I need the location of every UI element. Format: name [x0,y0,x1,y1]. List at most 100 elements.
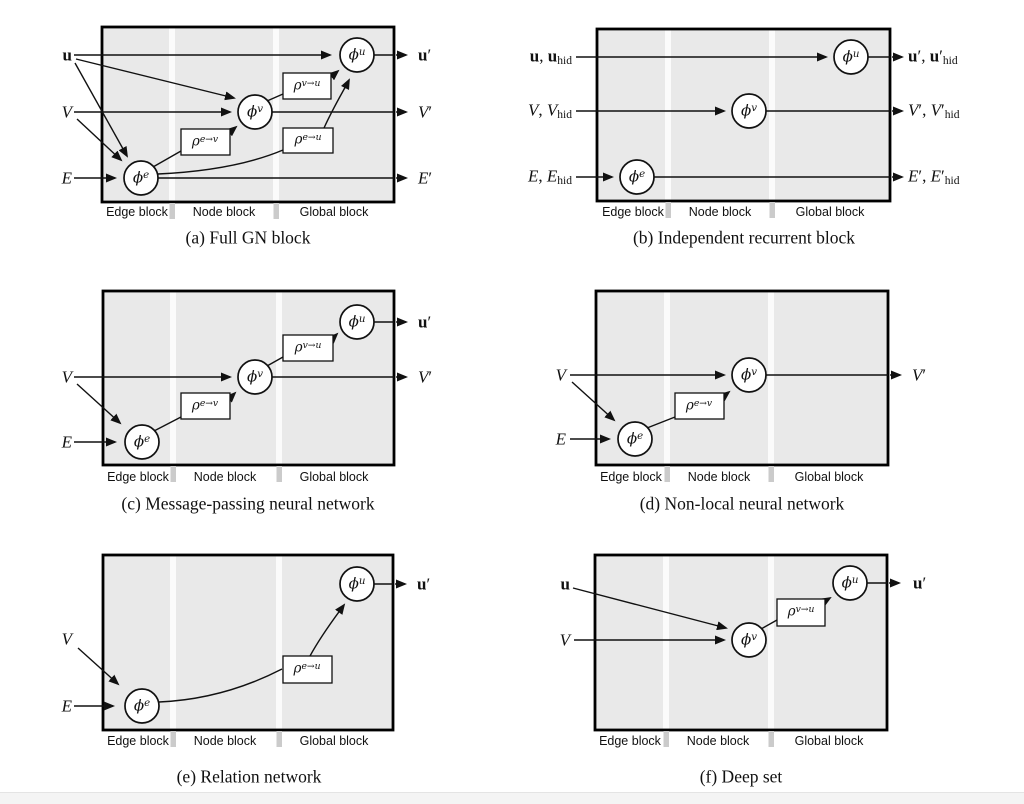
panel-e-node-block-label: Node block [193,733,257,748]
panel-d-phi-v-node [731,357,767,393]
panel-a-rho-eu-label: ρe→u [294,131,322,148]
panel-b-output-V: V′, V′hid [908,100,960,121]
panel-b-output-E: E′, E′hid [908,166,960,187]
panel-f-phi-v-node [731,622,767,658]
panel-c-caption: (c) Message-passing neural network [121,493,375,514]
panel-f-geometry [572,553,901,747]
panel-d-output-V: V′ [912,365,927,385]
panel-a-input-E: E [61,168,72,188]
panel-f-edge-block-label: Edge block [599,733,661,748]
panel-e-phi-u-label: ϕu [348,574,366,593]
panel-d-phi-e-label: ϕe [626,429,644,448]
panel-f-phi-u-node [832,565,868,601]
panel-a-global-block-label: Global block [299,204,369,219]
panel-e-geometry [74,553,407,747]
panel-a-rho-vu-box [282,72,332,100]
panel-e-rho-eu-label: ρe→u [293,660,321,677]
panel-c-rho-vu-label: ρv→u [294,339,322,356]
panel-b-phi-e-node [619,159,655,195]
panel-d-phi-e-node [617,421,653,457]
panel-d-input-V: V [555,365,566,385]
panel-c-phi-u-node [339,304,375,340]
panel-a-rho-eu-box [282,127,334,154]
panel-c-output-V: V′ [418,367,433,387]
panel-b-phi-u-label: ϕu [842,47,860,66]
panel-a-phi-v-node [237,94,273,130]
panel-d-input-E: E [555,429,566,449]
panel-a-input-V: V [61,102,72,122]
panel-c-phi-v-node [237,359,273,395]
panel-b-phi-v-node [731,93,767,129]
panel-f-node-block-label: Node block [686,733,750,748]
panel-d-node-block-label: Node block [687,469,751,484]
panel-a-input-u: u [62,45,72,65]
panel-e-phi-u-node [339,566,375,602]
panel-a-rho-ev-label: ρe→v [191,133,219,150]
panel-d-geometry [570,289,902,482]
panel-a-rho-ev-box [180,128,231,156]
panel-c-phi-e-label: ϕe [133,432,151,451]
panel-a-output-E: E′ [418,168,433,188]
panel-a-edge-block-label: Edge block [106,204,168,219]
panel-a-output-V: V′ [418,102,433,122]
panel-b-phi-u-node [833,39,869,75]
panel-a-phi-e-label: ϕe [132,168,150,187]
panel-a-output-u: u′ [418,45,432,65]
panel-a-node-block-label: Node block [192,204,256,219]
panel-b-node-block-label: Node block [688,204,752,219]
panel-c-phi-e-node [124,424,160,460]
panel-c-rho-vu-box [282,334,334,362]
panel-b-input-E: E, Ehid [527,166,572,187]
panel-c-geometry [74,289,408,482]
panel-d-global-block-label: Global block [794,469,864,484]
page-bottom-strip [0,792,1024,804]
panel-c-rho-ev-label: ρe→v [191,397,219,414]
panel-b-caption: (b) Independent recurrent block [632,227,856,248]
panel-b-input-V: V, Vhid [527,100,572,121]
panel-f-input-V: V [559,630,570,650]
panel-e-rho-eu-box [282,655,333,684]
panel-c-edge-block-label: Edge block [107,469,169,484]
panel-b-phi-e-label: ϕe [628,167,646,186]
panel-e-global-block-label: Global block [299,733,369,748]
panel-e-edge-block-label: Edge block [107,733,169,748]
panel-e-output-u: u′ [417,574,431,594]
panel-b-edge-block-label: Edge block [602,204,664,219]
panel-a-phi-u-node [339,37,375,73]
panel-c-input-E: E [61,432,72,452]
panel-e-phi-e-node [124,688,160,724]
panel-c-global-block-label: Global block [299,469,369,484]
panel-c-phi-u-label: ϕu [348,312,366,331]
panel-c-input-V: V [61,367,72,387]
panel-d-rho-ev-box [674,392,725,420]
panel-c-output-u: u′ [418,312,432,332]
panel-f-global-block-label: Global block [794,733,864,748]
panel-f-rho-vu-label: ρv→u [787,603,815,620]
panel-b-input-u: u, uhid [529,46,572,67]
panel-f-caption: (f) Deep set [699,766,783,787]
panel-d-phi-v-label: ϕv [741,365,757,384]
panel-b-global-block-label: Global block [795,204,865,219]
panel-f-phi-v-label: ϕv [741,630,757,649]
panel-f-phi-u-label: ϕu [841,573,859,592]
panel-a-caption: (a) Full GN block [185,227,311,248]
panel-c-node-block-label: Node block [193,469,257,484]
panel-a-geometry [74,25,408,219]
panel-a-phi-v-label: ϕv [247,102,263,121]
panel-c-rho-ev-box [180,392,231,420]
panel-d-caption: (d) Non-local neural network [639,493,845,514]
panel-b-output-u: u′, u′hid [908,46,958,67]
panel-d-rho-ev-label: ρe→v [685,397,713,414]
panel-c-phi-v-label: ϕv [247,367,263,386]
panel-a-phi-u-label: ϕu [348,45,366,64]
panel-a-phi-e-node [123,160,159,196]
panel-d-edge-block-label: Edge block [600,469,662,484]
panel-f-input-u: u [560,574,570,594]
panel-e-input-E: E [61,696,72,716]
panel-e-caption: (e) Relation network [176,766,322,787]
panel-f-output-u: u′ [913,573,927,593]
panel-a-rho-vu-label: ρv→u [293,77,321,94]
panel-b-geometry [576,27,904,218]
